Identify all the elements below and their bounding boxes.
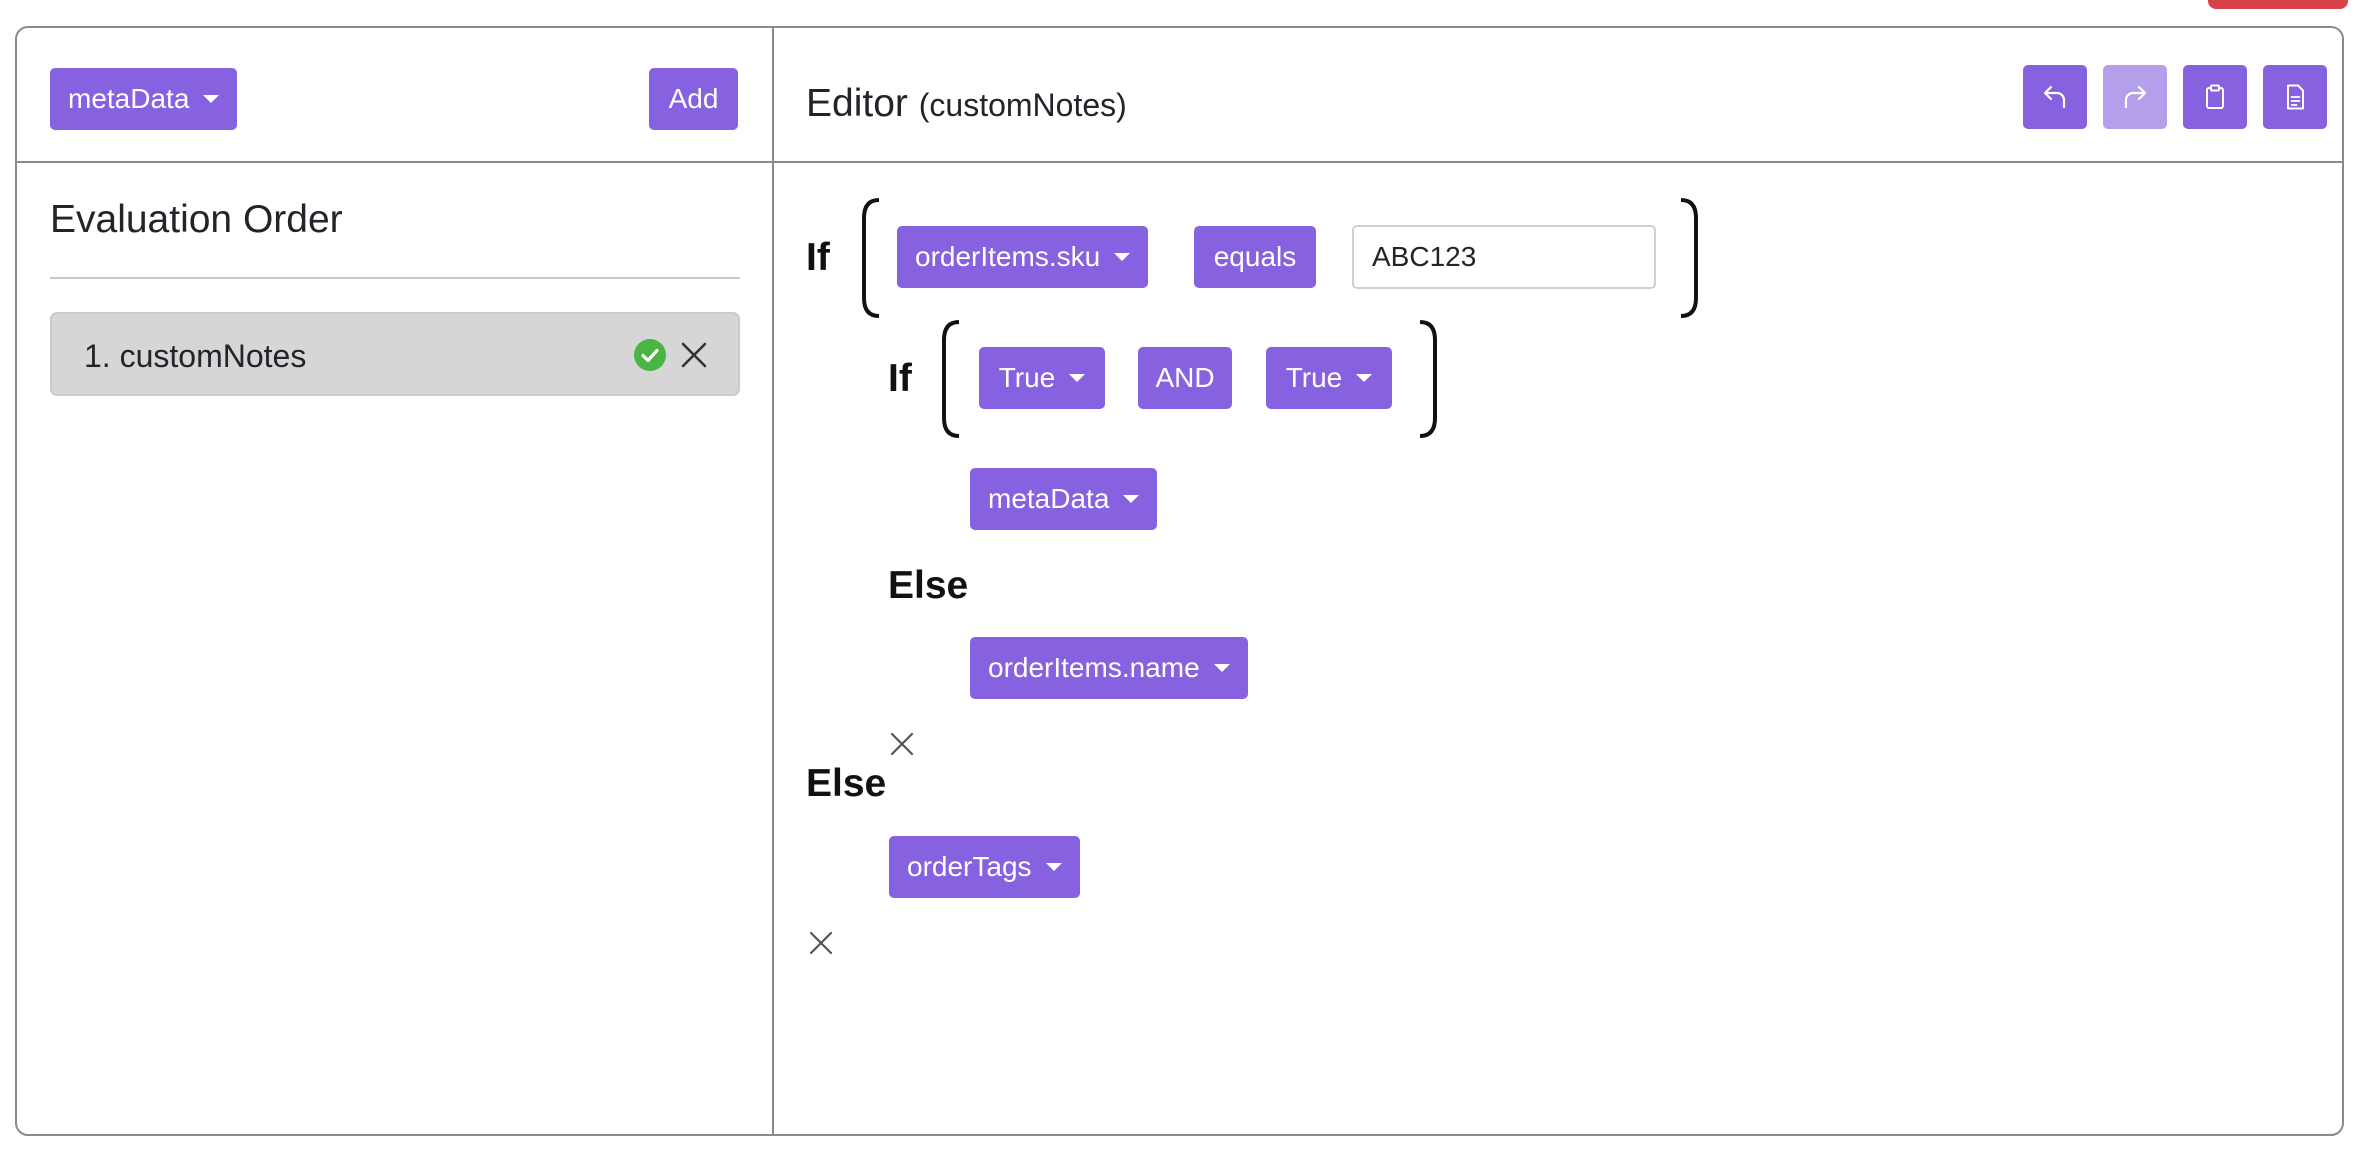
left-parenthesis <box>942 320 960 438</box>
document-icon <box>2287 84 2304 110</box>
copy-button[interactable] <box>2183 65 2247 129</box>
outer-else-value-dropdown[interactable]: orderTags <box>889 836 1080 898</box>
if-keyword: If <box>888 357 912 400</box>
undo-button[interactable] <box>2023 65 2087 129</box>
else-keyword: Else <box>806 762 887 805</box>
field-type-dropdown[interactable]: metaData <box>50 68 238 130</box>
condition-right-dropdown[interactable]: True <box>1266 347 1392 409</box>
remove-inner-if-close-icon[interactable] <box>889 731 915 757</box>
evaluation-order-rule <box>50 277 740 279</box>
remove-item-close-icon[interactable] <box>679 340 709 370</box>
clipboard-icon <box>2206 84 2224 109</box>
condition-left-dropdown[interactable]: True <box>979 347 1105 409</box>
field-type-dropdown-label: metaData <box>68 83 190 114</box>
outer-else-value-label: orderTags <box>907 851 1032 882</box>
condition-value-input[interactable] <box>1352 225 1656 289</box>
else-keyword: Else <box>888 564 969 607</box>
evaluation-order-item-label: 1. customNotes <box>84 338 307 374</box>
editor-subtitle: (customNotes) <box>918 87 1127 123</box>
header-divider <box>17 161 2342 163</box>
chevron-down-icon <box>1069 374 1086 382</box>
top-danger-button-edge[interactable] <box>2208 0 2348 9</box>
view-document-button[interactable] <box>2263 65 2327 129</box>
chevron-down-icon <box>1356 374 1373 382</box>
right-parenthesis <box>1419 320 1437 438</box>
add-button[interactable]: Add <box>649 68 738 130</box>
redo-button[interactable] <box>2103 65 2167 129</box>
editor-title: Editor (customNotes) <box>806 82 1127 126</box>
chevron-down-icon <box>203 95 220 103</box>
right-parenthesis <box>1680 198 1698 318</box>
remove-outer-if-close-icon[interactable] <box>808 930 834 956</box>
panel-divider <box>772 28 774 1134</box>
redo-icon <box>2124 85 2147 109</box>
operator-button[interactable]: equals <box>1194 226 1316 288</box>
condition-right-label: True <box>1285 362 1343 393</box>
chevron-down-icon <box>1114 253 1131 261</box>
if-keyword: If <box>806 236 830 279</box>
then-value-dropdown[interactable]: metaData <box>970 468 1158 530</box>
editor-title-text: Editor <box>806 82 908 125</box>
chevron-down-icon <box>1213 664 1230 672</box>
conjunction-button[interactable]: AND <box>1138 347 1232 409</box>
left-parenthesis <box>862 198 880 318</box>
evaluation-order-item[interactable]: 1. customNotes <box>50 312 740 396</box>
else-value-dropdown[interactable]: orderItems.name <box>970 637 1248 699</box>
condition-field-label: orderItems.sku <box>915 241 1101 272</box>
chevron-down-icon <box>1045 863 1062 871</box>
condition-field-dropdown[interactable]: orderItems.sku <box>897 226 1149 288</box>
then-value-label: metaData <box>988 483 1110 514</box>
check-circle-icon <box>634 339 666 371</box>
undo-icon <box>2043 85 2066 109</box>
condition-left-label: True <box>998 362 1056 393</box>
else-value-label: orderItems.name <box>988 652 1200 683</box>
rules-editor-frame: metaData Add Evaluation Order 1. customN… <box>15 26 2344 1136</box>
chevron-down-icon <box>1123 495 1140 503</box>
evaluation-order-title: Evaluation Order <box>50 198 343 241</box>
